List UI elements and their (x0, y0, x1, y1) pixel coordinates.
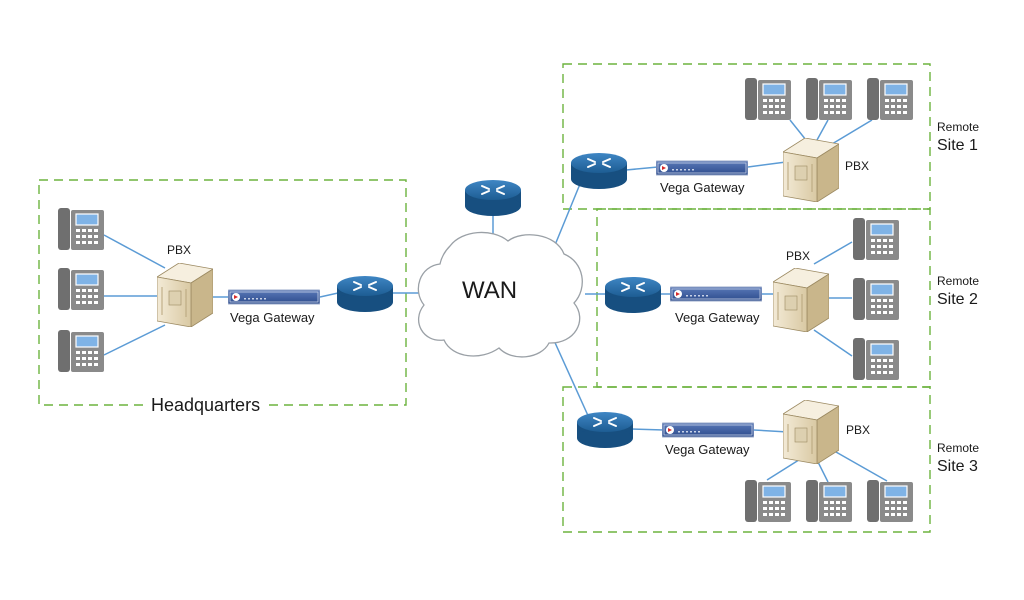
site3-phone-icon (745, 480, 791, 522)
site2-gateway-label: Vega Gateway (675, 310, 760, 325)
site1-phone-icon (806, 78, 852, 120)
site2-phone-icon (853, 338, 899, 380)
site2-phone-icon (853, 218, 899, 260)
wan-label: WAN (462, 277, 518, 304)
site-borders (38, 63, 931, 533)
site3-router-icon (577, 412, 633, 448)
site3-pbx-server-icon (783, 400, 839, 464)
hq-pbx-server-icon (157, 263, 213, 327)
remote-site-3-border (562, 386, 931, 533)
site1-label-line1: Remote (937, 120, 980, 134)
site2-gateway-icon (670, 286, 762, 302)
site2-label-line2: Site 2 (937, 291, 978, 308)
remote-site-1-border (562, 63, 931, 210)
site1-gateway-icon (656, 160, 748, 176)
headquarters-border (38, 179, 407, 406)
site1-pbx-server-icon (783, 138, 839, 202)
hq-pbx-label: PBX (167, 243, 192, 257)
hq-gateway-icon (228, 289, 320, 305)
hq-phone-icon (58, 268, 104, 310)
site2-pbx-server-icon (773, 268, 829, 332)
hq-phone-icon (58, 208, 104, 250)
site2-pbx-label: PBX (786, 249, 811, 263)
wan-router-icon (465, 180, 521, 216)
site3-gateway-label: Vega Gateway (665, 442, 750, 457)
site2-label-line1: Remote (937, 274, 980, 288)
site3-label-line1: Remote (937, 441, 980, 455)
site1-router-icon (571, 153, 627, 189)
site3-phone-icon (806, 480, 852, 522)
wan-cloud-icon (417, 231, 583, 358)
site3-label-line2: Site 3 (937, 458, 978, 475)
headquarters-label: Headquarters (145, 396, 267, 414)
hq-phone-icon (58, 330, 104, 372)
site2-router-icon (605, 277, 661, 313)
site1-label-line2: Site 1 (937, 137, 978, 154)
site1-gateway-label: Vega Gateway (660, 180, 745, 195)
site1-pbx-label: PBX (845, 159, 870, 173)
site1-phone-icon (867, 78, 913, 120)
hq-gateway-label: Vega Gateway (230, 310, 315, 325)
site1-phone-icon (745, 78, 791, 120)
site2-phone-icon (853, 278, 899, 320)
site3-pbx-label: PBX (846, 423, 871, 437)
site3-gateway-icon (662, 422, 754, 438)
site3-phone-icon (867, 480, 913, 522)
hq-router-icon (337, 276, 393, 312)
network-links (103, 119, 888, 483)
